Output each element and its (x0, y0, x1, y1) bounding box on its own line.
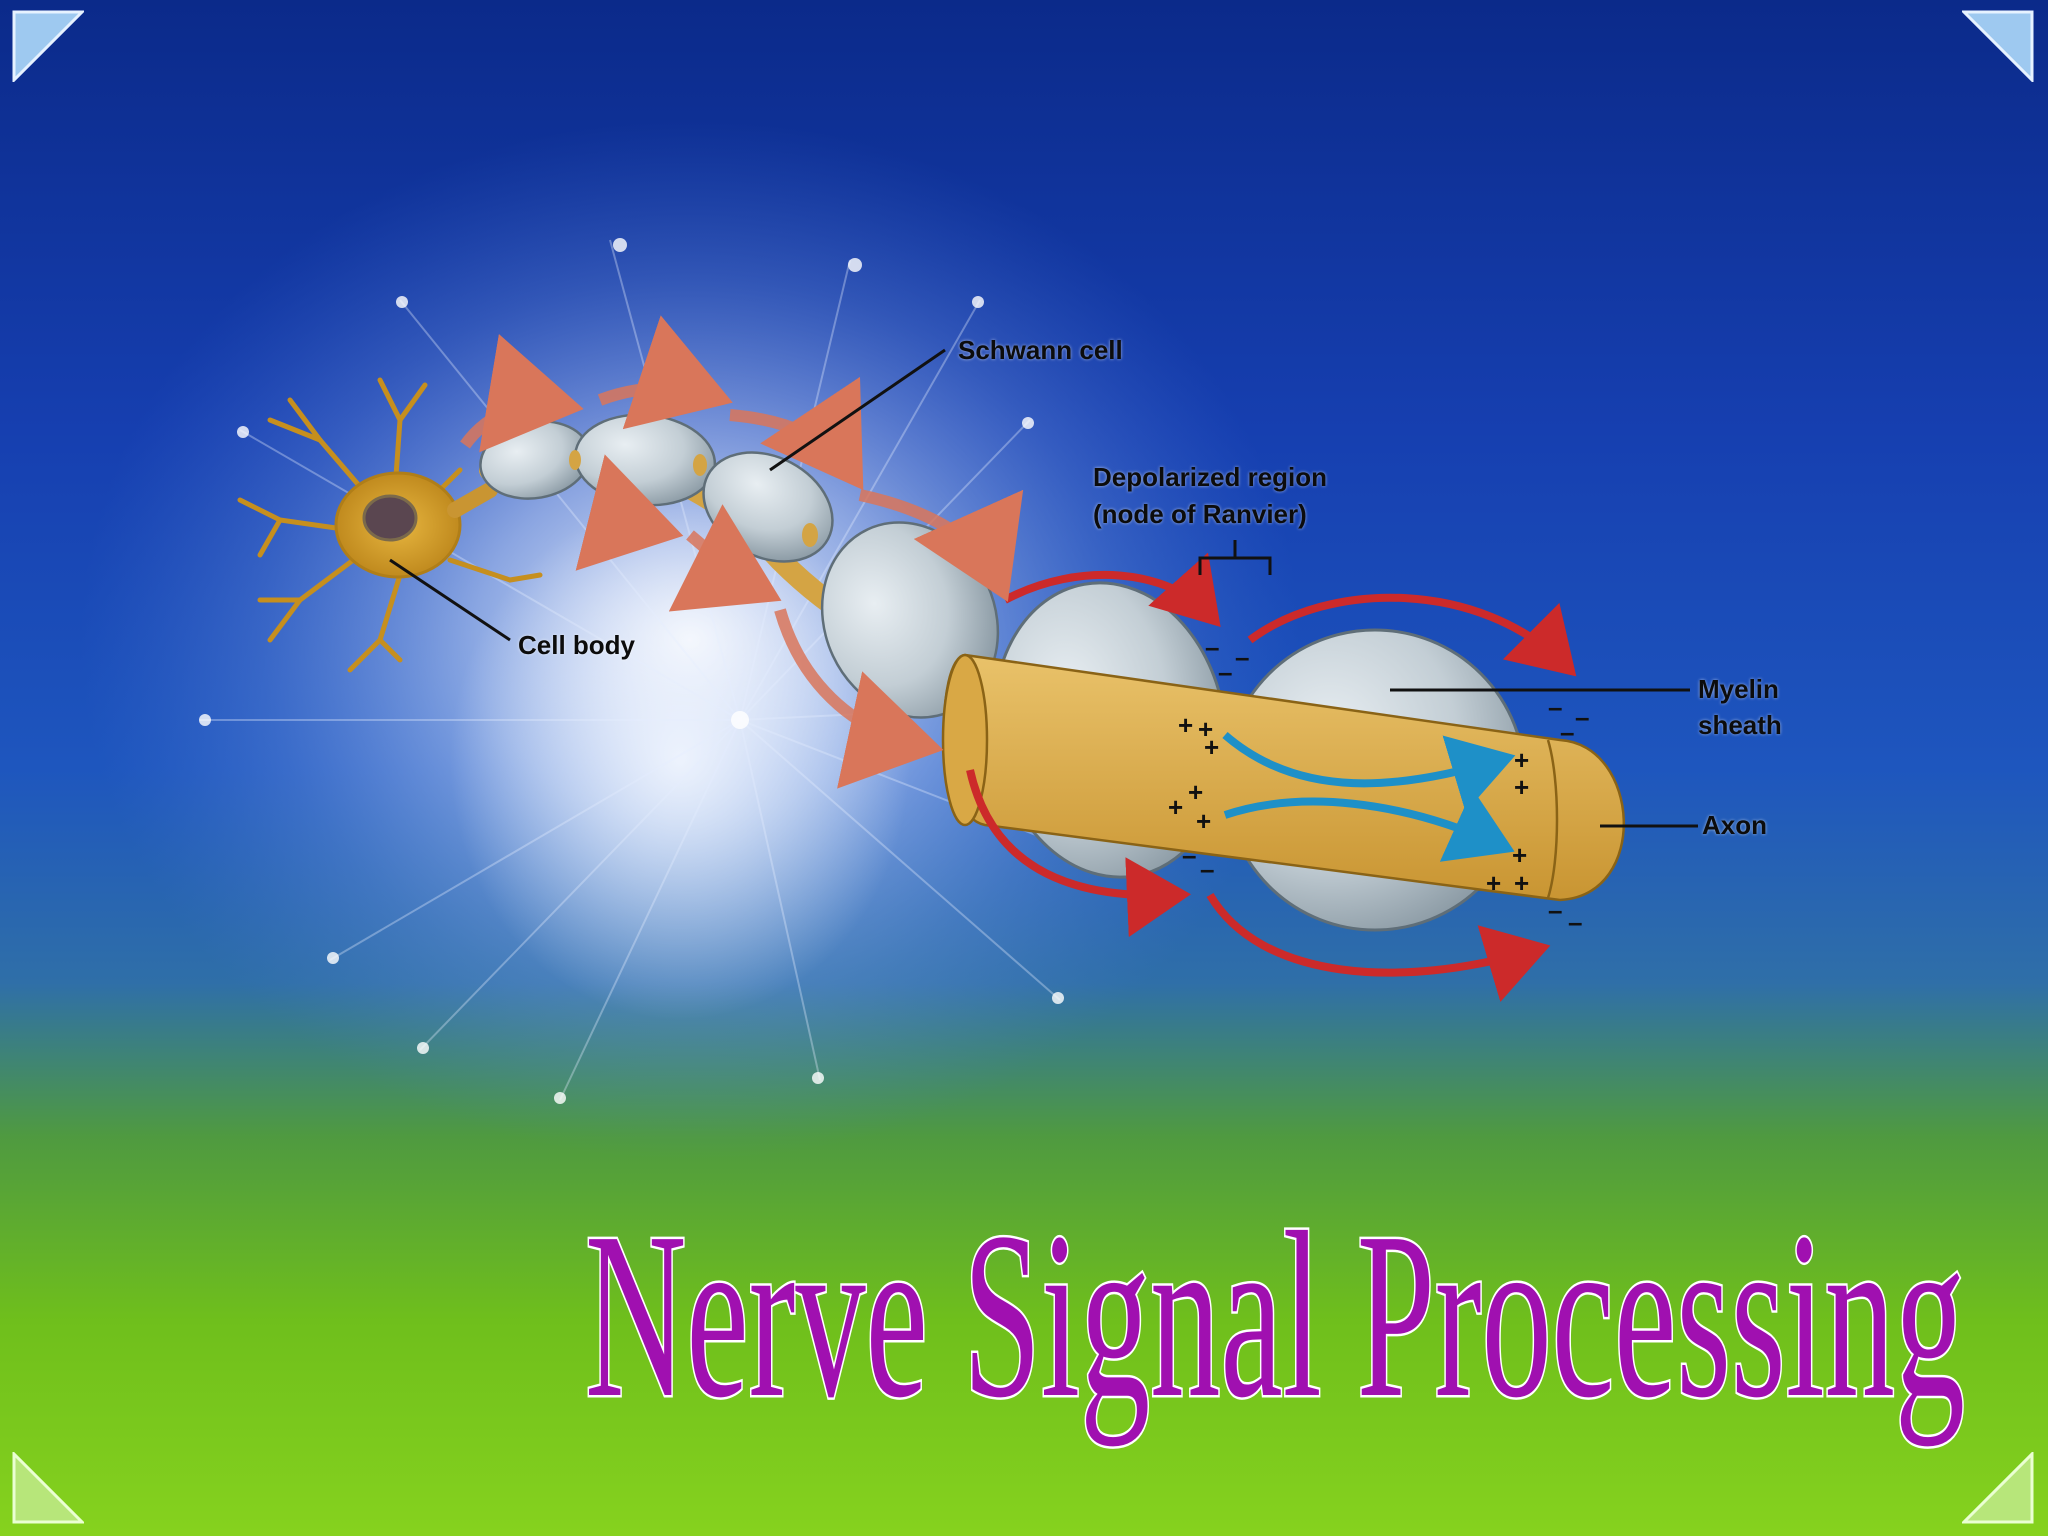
charge-positive: + (1198, 714, 1214, 744)
charge-positive: + (1514, 868, 1530, 898)
schwann-cell-label: Schwann cell (958, 335, 1123, 365)
corner-triangle-bottom-right-icon (1962, 1452, 2034, 1524)
charge-negative: – (1560, 717, 1575, 747)
cell-body-label: Cell body (518, 630, 636, 660)
axon-label: Axon (1702, 810, 1767, 840)
corner-triangle-top-right-icon (1962, 10, 2034, 82)
charge-positive: + (1204, 732, 1220, 762)
charge-negative: – (1548, 895, 1563, 925)
charge-negative: – (1205, 632, 1220, 662)
slide-title: Nerve Signal Processing (585, 1182, 1968, 1450)
charge-negative: – (1200, 854, 1215, 884)
node-of-ranvier-label: (node of Ranvier) (1093, 499, 1307, 529)
charge-negative: – (1218, 657, 1233, 687)
myelin-sheath-label-line2: sheath (1698, 710, 1782, 740)
corner-triangle-top-left-icon (12, 10, 84, 82)
charge-positive: + (1514, 745, 1530, 775)
charge-negative: – (1568, 907, 1583, 937)
charge-negative: – (1182, 840, 1197, 870)
charge-negative: – (1575, 702, 1590, 732)
charge-positive: + (1188, 777, 1204, 807)
charge-negative: – (1548, 692, 1563, 722)
cell-body-shape (237, 377, 543, 673)
charge-positive: + (1196, 806, 1212, 836)
charge-positive: + (1514, 772, 1530, 802)
slide-title-text: Nerve Signal Processing (585, 1184, 1965, 1447)
myelin-sheath-label-line1: Myelin (1698, 674, 1779, 704)
charge-positive: + (1512, 840, 1528, 870)
charge-positive: + (1168, 792, 1184, 822)
charge-positive: + (1178, 710, 1194, 740)
corner-triangle-bottom-left-icon (12, 1452, 84, 1524)
depolarized-region-label: Depolarized region (1093, 462, 1328, 492)
charge-positive: + (1486, 868, 1502, 898)
charge-negative: – (1235, 642, 1250, 672)
